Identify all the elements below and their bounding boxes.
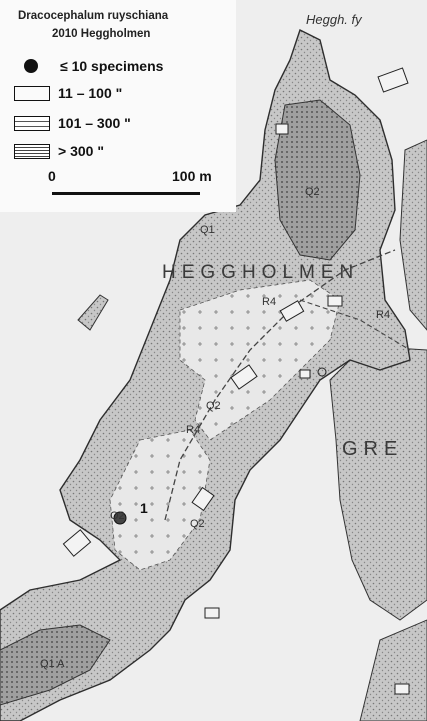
legend-item-2-label: 11 – 100 " <box>58 85 123 101</box>
forest-north <box>274 99 361 261</box>
scale-end-label: 100 m <box>172 168 212 184</box>
zone-label-8: Q2 <box>190 518 205 530</box>
zone-label-2: Q1 <box>200 224 215 236</box>
zone-label-10: 1 <box>140 500 148 516</box>
zone-label-5: Q2 <box>206 400 221 412</box>
place-label-gre: GRE <box>342 438 404 460</box>
place-label-heggh: Heggh. fy <box>306 12 362 27</box>
scale-start-label: 0 <box>48 168 56 184</box>
legend-item-4-label: > 300 " <box>58 143 104 159</box>
survey-point <box>317 367 327 377</box>
small-islet <box>77 294 109 331</box>
empty-square-icon <box>14 85 50 101</box>
place-label-heggholmen: HEGGHOLMEN <box>162 262 360 283</box>
forest-southwest <box>0 624 111 706</box>
map-legend: Dracocephalum ruyschiana 2010 Heggholmen… <box>0 0 236 212</box>
legend-item-3: 101 – 300 " <box>14 115 131 131</box>
legend-item-1-label: ≤ 10 specimens <box>60 58 164 74</box>
zone-label-3: R4 <box>262 296 277 308</box>
hatched-square-icon <box>14 115 50 131</box>
scale-bar <box>52 192 200 195</box>
zone-label-9: Q1 A <box>40 658 65 670</box>
legend-item-3-label: 101 – 300 " <box>58 115 131 131</box>
dense-hatched-square-icon <box>14 143 50 159</box>
zone-label-7: Q2 <box>110 510 125 522</box>
buildings <box>62 67 410 695</box>
southeast-land <box>359 619 427 721</box>
occurrence-marker <box>113 511 127 525</box>
dot-symbol-icon <box>24 59 38 73</box>
path-main <box>164 249 396 521</box>
grass-central <box>179 279 341 441</box>
legend-subtitle: 2010 Heggholmen <box>52 28 151 40</box>
legend-item-4: > 300 " <box>14 143 104 159</box>
legend-item-1: ≤ 10 specimens <box>14 58 163 74</box>
legend-item-2: 11 – 100 " <box>14 85 122 101</box>
east-shore-strip <box>399 139 427 331</box>
zone-label-4: R4 <box>376 309 391 321</box>
grass-south <box>109 429 211 571</box>
legend-title: Dracocephalum ruyschiana <box>18 10 169 22</box>
zone-label-1: Q2 <box>305 186 320 198</box>
zone-label-6: R4 <box>186 424 201 436</box>
